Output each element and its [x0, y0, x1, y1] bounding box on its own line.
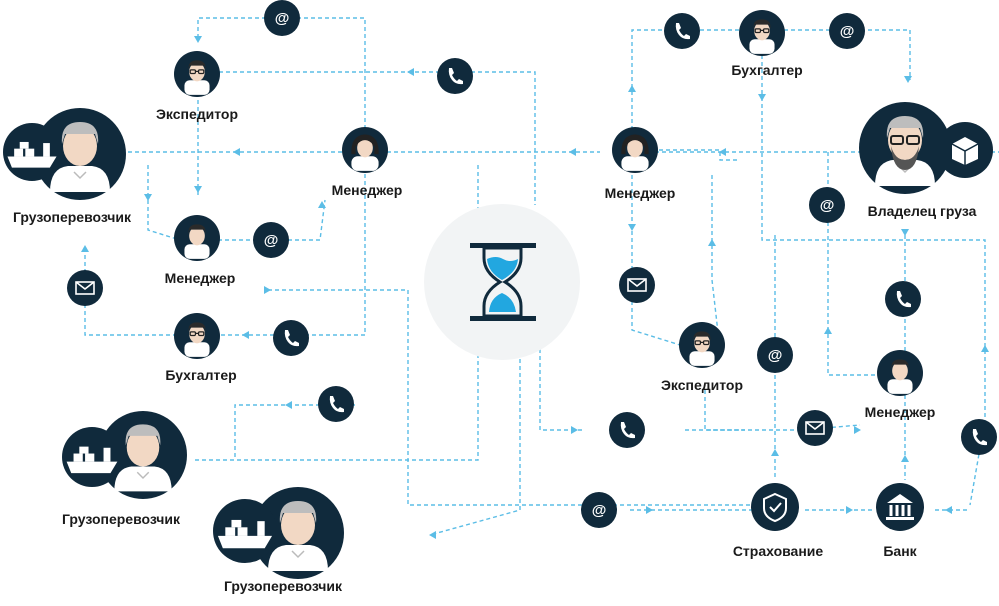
flow-arrow [628, 85, 636, 92]
flow-arrow [628, 224, 636, 231]
phone-icon [961, 419, 997, 455]
ship-icon [3, 123, 61, 181]
at-icon [264, 0, 300, 36]
avatar-carrier [99, 411, 187, 499]
phone-icon [437, 58, 473, 94]
flow-arrow [901, 455, 909, 462]
label-manager: Менеджер [864, 404, 936, 420]
flow-arrow [646, 506, 653, 514]
at-icon [757, 337, 793, 373]
label-manager: Менеджер [331, 182, 403, 198]
label-insurance: Страхование [732, 543, 824, 559]
label-forwarder: Экспедитор [660, 377, 744, 393]
avatar-accountant [174, 313, 220, 359]
hourglass-icon [470, 243, 536, 321]
flow-arrow [264, 286, 271, 294]
avatar-manager [877, 350, 923, 396]
avatar-carrier [252, 487, 344, 579]
flow-arrow [854, 426, 861, 434]
flow-arrow [708, 239, 716, 246]
mail-icon [797, 410, 833, 446]
phone-icon [609, 412, 645, 448]
phone-icon [885, 281, 921, 317]
label-bank: Банк [883, 543, 917, 559]
label-accountant: Бухгалтер [731, 62, 803, 78]
phone-icon [273, 320, 309, 356]
flow-arrow [758, 94, 766, 101]
flow-arrow [285, 401, 292, 409]
avatar-cargo-owner [859, 102, 951, 194]
at-icon [253, 222, 289, 258]
label-carrier: Грузоперевозчик [223, 578, 343, 594]
avatar-manager [342, 127, 388, 173]
avatar-carrier [34, 108, 126, 200]
ship-icon [213, 499, 277, 563]
at-icon [809, 187, 845, 223]
flow-arrow [771, 449, 779, 456]
flow-arrow [429, 531, 436, 539]
avatar-manager [174, 215, 220, 261]
mail-icon [619, 267, 655, 303]
avatar-manager [612, 127, 658, 173]
flow-arrow [571, 426, 578, 434]
flow-arrow [846, 506, 853, 514]
at-icon [829, 13, 865, 49]
box-icon [937, 122, 993, 178]
avatar-forwarder [174, 51, 220, 97]
avatar-accountant [739, 10, 785, 56]
flow-arrow [242, 331, 249, 339]
flow-arrow [904, 76, 912, 83]
flow-arrow [233, 148, 240, 156]
flow-arrow [407, 68, 414, 76]
label-forwarder: Экспедитор [155, 106, 239, 122]
flow-arrow [144, 194, 152, 201]
shield-icon [751, 483, 799, 531]
bank-icon [876, 483, 924, 531]
flow-arrow [719, 148, 726, 156]
flow-arrow [569, 148, 576, 156]
flow-arrow [945, 506, 952, 514]
label-cargo-owner: Владелец груза [867, 203, 977, 219]
phone-icon [664, 13, 700, 49]
label-accountant: Бухгалтер [165, 367, 237, 383]
ship-icon [62, 427, 122, 487]
flow-arrow [824, 327, 832, 334]
label-carrier: Грузоперевозчик [12, 209, 132, 225]
label-manager: Менеджер [604, 185, 676, 201]
flow-arrow [194, 36, 202, 43]
flow-arrow [194, 186, 202, 193]
mail-icon [67, 270, 103, 306]
avatar-forwarder [679, 322, 725, 368]
at-icon [581, 492, 617, 528]
flow-arrow [318, 201, 326, 208]
flow-arrow [981, 345, 989, 352]
phone-icon [318, 386, 354, 422]
label-manager: Менеджер [164, 270, 236, 286]
flow-arrow [81, 245, 89, 252]
label-carrier: Грузоперевозчик [61, 511, 181, 527]
flow-arrow [901, 229, 909, 236]
